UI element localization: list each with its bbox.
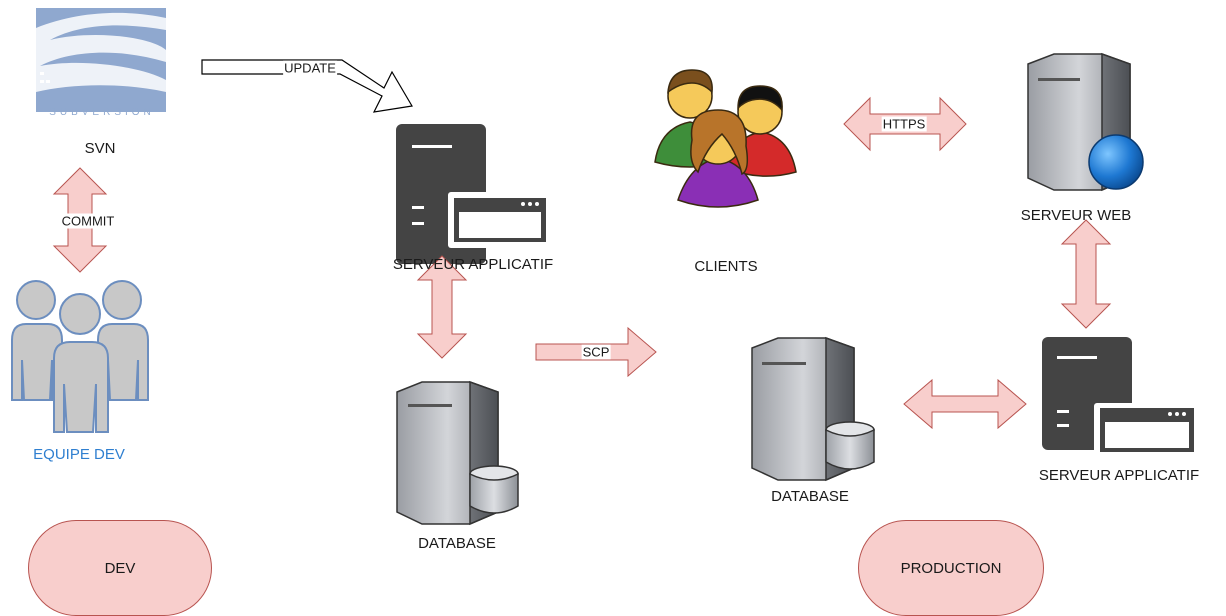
svn-label: SVN xyxy=(84,140,116,157)
prod-database-icon xyxy=(751,336,875,482)
production-zone: PRODUCTION xyxy=(858,520,1044,616)
dev-db-arrow xyxy=(416,255,468,359)
clients-icon xyxy=(654,69,797,208)
dev-app-server-icon xyxy=(396,124,552,264)
team-icon xyxy=(11,280,149,433)
dev-app-server-label: SERVEUR APPLICATIF xyxy=(392,256,554,273)
https-label: HTTPS xyxy=(881,116,927,132)
team-label: EQUIPE DEV xyxy=(33,446,125,463)
update-arrow xyxy=(201,59,413,113)
clients-label: CLIENTS xyxy=(694,258,758,275)
svn-logo-text: SUBVERSION xyxy=(49,107,155,118)
dev-zone: DEV xyxy=(28,520,212,616)
web-app-arrow xyxy=(1060,219,1112,329)
commit-label: COMMIT xyxy=(60,213,116,229)
db-app-arrow xyxy=(903,378,1027,430)
update-label: UPDATE xyxy=(283,60,337,76)
scp-label: SCP xyxy=(581,344,611,360)
web-server-label: SERVEUR WEB xyxy=(1020,207,1132,224)
prod-app-server-label: SERVEUR APPLICATIF xyxy=(1038,467,1200,484)
dev-database-label: DATABASE xyxy=(418,535,496,552)
svn-logo-icon xyxy=(36,8,166,120)
prod-app-server-icon xyxy=(1042,337,1200,458)
web-server-icon xyxy=(1027,52,1144,192)
prod-database-label: DATABASE xyxy=(771,488,849,505)
dev-database-icon xyxy=(396,380,519,526)
